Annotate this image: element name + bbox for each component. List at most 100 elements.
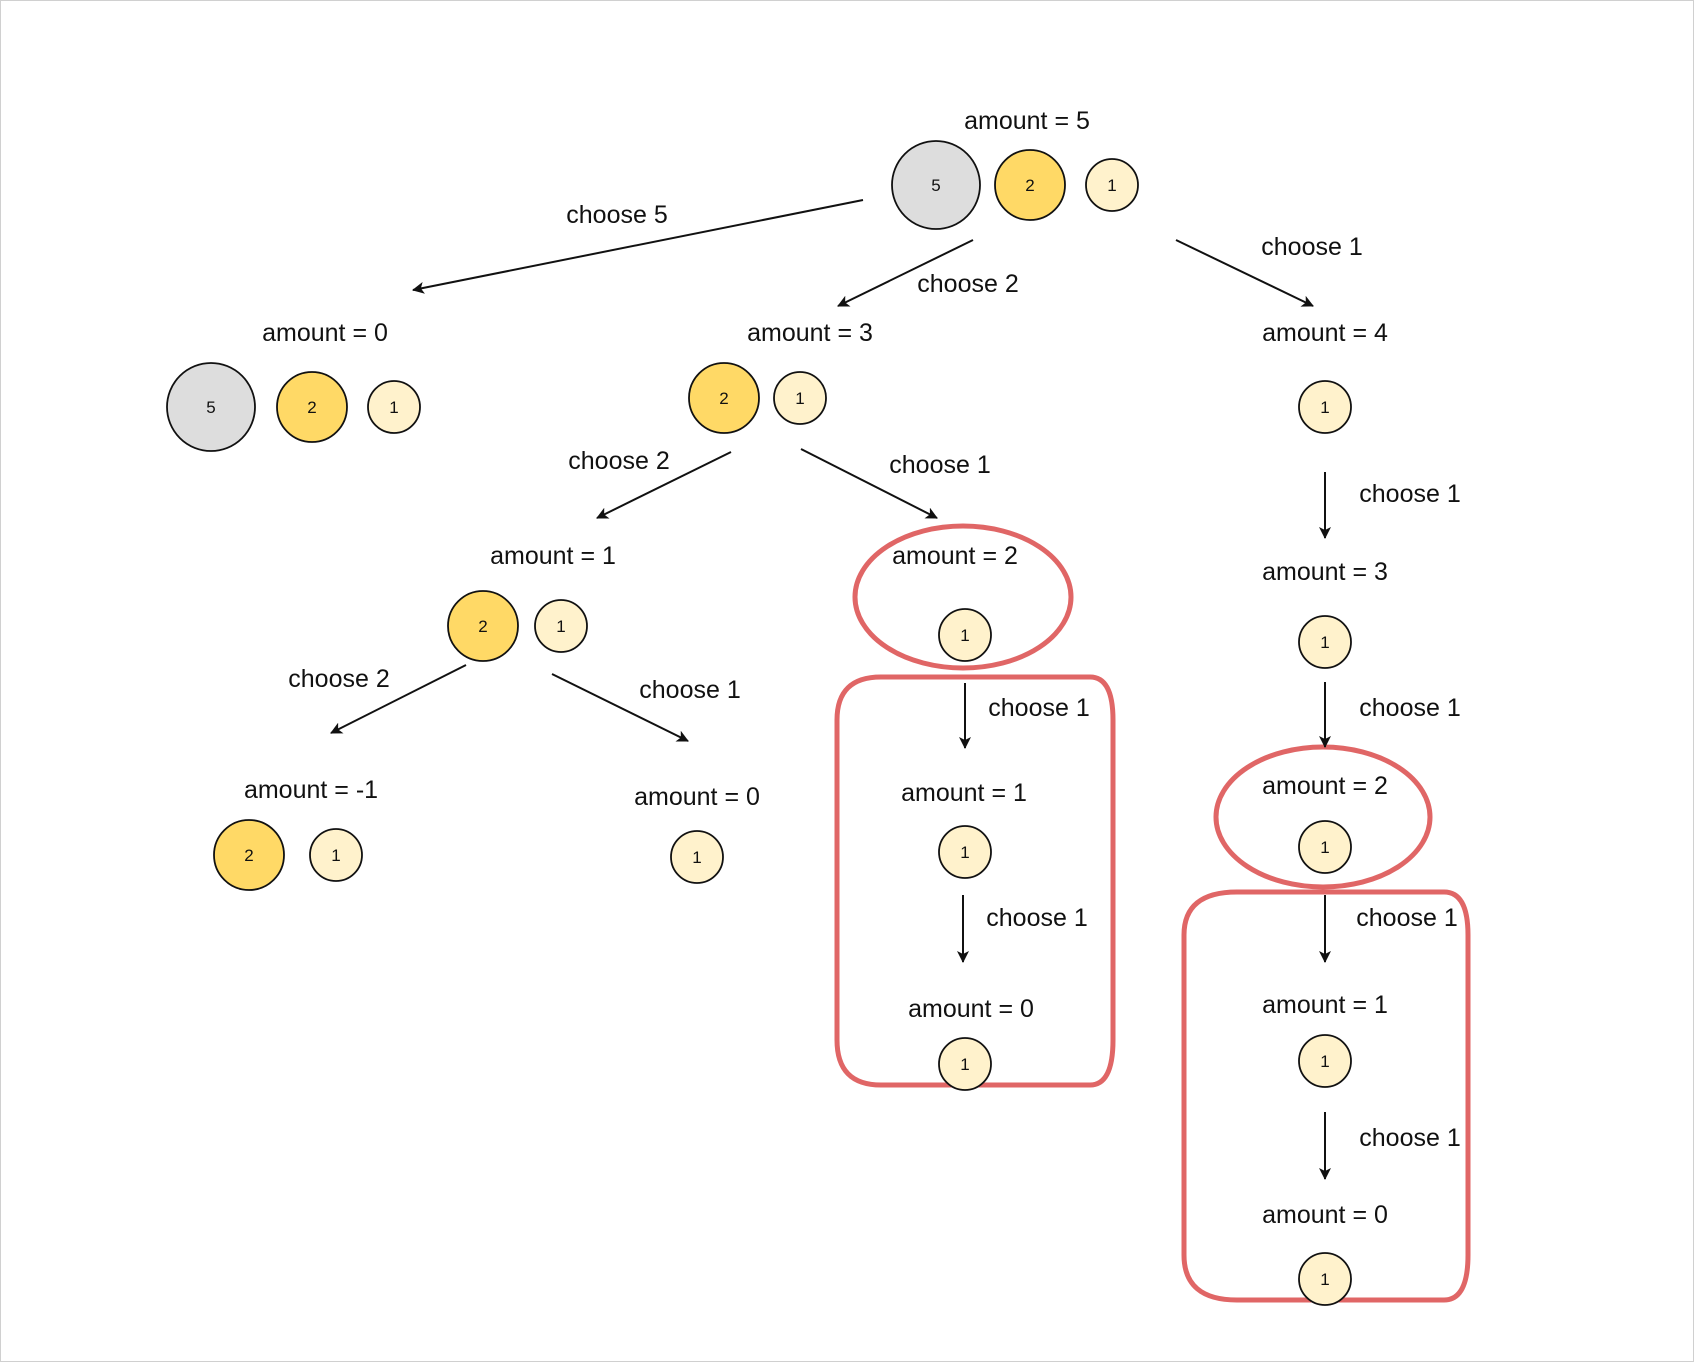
- highlight-box-subtree-left: [834, 674, 1116, 1088]
- edge-label: choose 1: [988, 694, 1089, 722]
- coin-1: 1: [670, 830, 724, 884]
- coin-value: 1: [1320, 1052, 1329, 1071]
- node-amount-label: amount = 2: [1262, 772, 1388, 800]
- edge-layer: choose 5 choose 2 choose 1 choose 2 choose 1…: [288, 199, 1461, 1180]
- coin-value: 2: [244, 846, 253, 865]
- edge-label: choose 1: [639, 676, 740, 704]
- coin-1: 1: [1085, 158, 1139, 212]
- coin-value: 1: [1107, 176, 1116, 195]
- coin-value: 1: [1320, 1270, 1329, 1289]
- highlight-box-subtree-right: [1181, 889, 1471, 1303]
- edge-arrow: [596, 451, 732, 519]
- coin-circle: [276, 371, 348, 443]
- node-n_0d: amount = 0 1: [1262, 1201, 1388, 1306]
- coin-circle: [1298, 615, 1352, 669]
- node-amount-label: amount = 0: [1262, 1201, 1388, 1229]
- edge-label: choose 1: [1359, 480, 1460, 508]
- coin-circle: [367, 380, 421, 434]
- coin-value: 1: [556, 617, 565, 636]
- coin-value: 1: [389, 398, 398, 417]
- coin-1: 1: [938, 825, 992, 879]
- edge-e7: choose 2: [288, 664, 467, 734]
- edge-arrow: [330, 664, 467, 734]
- edge-arrow: [412, 199, 864, 294]
- edge-arrow: [1175, 239, 1314, 307]
- edge-label: choose 2: [288, 665, 389, 693]
- coin-1: 1: [1298, 820, 1352, 874]
- coin-circle: [688, 362, 760, 434]
- coin-5: 5: [891, 140, 981, 230]
- node-n_4: amount = 41: [1262, 319, 1388, 434]
- coin-value: 1: [331, 846, 340, 865]
- edge-label: choose 5: [566, 201, 667, 229]
- node-amount-label: amount = 1: [901, 779, 1027, 807]
- coin-1: 1: [367, 380, 421, 434]
- coin-value: 1: [960, 843, 969, 862]
- coin-2: 2: [994, 149, 1066, 221]
- coin-value: 1: [692, 848, 701, 867]
- edge-e10: choose 1: [1319, 682, 1461, 748]
- coin-value: 1: [960, 1055, 969, 1074]
- coin-1: 1: [1298, 1034, 1352, 1088]
- coin-circle: [1085, 158, 1139, 212]
- edge-arrow: [837, 239, 974, 307]
- node-amount-label: amount = 5: [964, 107, 1090, 135]
- coin-value: 1: [1320, 398, 1329, 417]
- edge-label: choose 2: [917, 270, 1018, 298]
- edge-e9: choose 1: [959, 683, 1090, 749]
- coin-circle: [994, 149, 1066, 221]
- coin-circle: [309, 828, 363, 882]
- coin-value: 1: [960, 626, 969, 645]
- edge-e3: choose 1: [1175, 233, 1363, 307]
- node-n_0b: amount = 01: [634, 783, 760, 884]
- coin-circle: [213, 819, 285, 891]
- edge-e8: choose 1: [551, 673, 741, 742]
- coin-circle: [534, 599, 588, 653]
- coin-circle: [1298, 1034, 1352, 1088]
- highlight-ellipse-amount-2-left: [852, 523, 1074, 671]
- coin-circle: [938, 608, 992, 662]
- coin-circle: [166, 362, 256, 452]
- coin-1: 1: [534, 599, 588, 653]
- coin-value: 1: [1320, 633, 1329, 652]
- coin-2: 2: [447, 590, 519, 662]
- edge-e5: choose 1: [800, 448, 991, 519]
- coin-value: 2: [719, 389, 728, 408]
- coin-1: 1: [773, 371, 827, 425]
- coin-circle: [447, 590, 519, 662]
- edge-e6: choose 1: [1319, 472, 1461, 539]
- coin-circle: [1298, 380, 1352, 434]
- coin-2: 2: [213, 819, 285, 891]
- coin-circle: [1298, 1252, 1352, 1306]
- coin-value: 1: [795, 389, 804, 408]
- edge-label: choose 1: [1356, 904, 1457, 932]
- coin-1: 1: [938, 1037, 992, 1091]
- edge-label: choose 1: [1261, 233, 1362, 261]
- edge-label: choose 1: [1359, 694, 1460, 722]
- node-n_2b: amount = 2 1: [1262, 772, 1388, 874]
- coin-circle: [938, 1037, 992, 1091]
- node-n_1b: amount = 1 1: [901, 779, 1027, 879]
- coin-1: 1: [1298, 615, 1352, 669]
- coin-circle: [1298, 820, 1352, 874]
- coin-2: 2: [276, 371, 348, 443]
- node-amount-label: amount = 1: [1262, 991, 1388, 1019]
- edge-e13: choose 1: [1319, 1112, 1461, 1180]
- node-n_3b: amount = 3 1: [1262, 558, 1388, 669]
- coin-1: 1: [938, 608, 992, 662]
- node-amount-label: amount = 3: [1262, 558, 1388, 586]
- coin-circle: [773, 371, 827, 425]
- node-amount-label: amount = 0: [908, 995, 1034, 1023]
- coin-1: 1: [309, 828, 363, 882]
- edge-label: choose 1: [889, 451, 990, 479]
- node-n_0c: amount = 0 1: [908, 995, 1034, 1091]
- edge-e4: choose 2: [568, 447, 732, 519]
- edge-label: choose 2: [568, 447, 669, 475]
- edge-e2: choose 2: [837, 239, 1019, 307]
- node-amount-label: amount = 0: [262, 319, 388, 347]
